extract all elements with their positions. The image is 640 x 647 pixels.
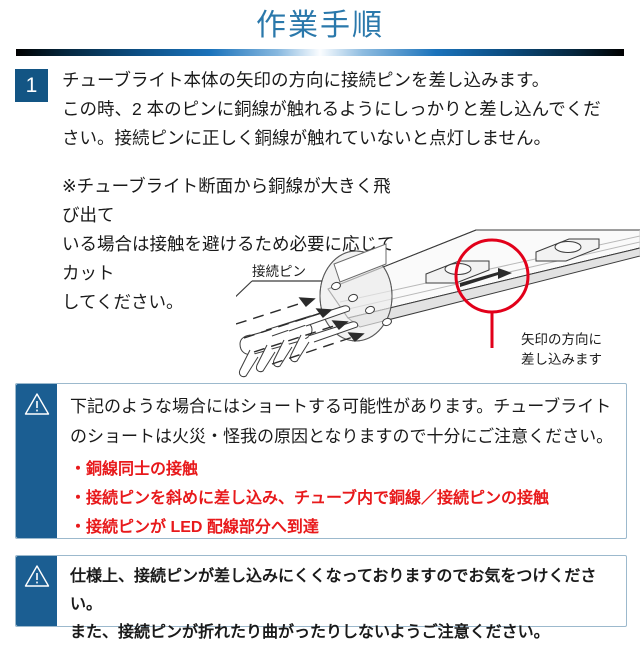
warning-line: 仕様上、接続ピンが差し込みにくくなっておりますのでお気をつけください。	[70, 568, 597, 613]
list-item: ・接続ピンを斜めに差し込み、チューブ内で銅線／接続ピンの接触	[70, 490, 550, 507]
arrow-direction-label: 矢印の方向に 差し込みます	[521, 330, 602, 370]
note-line: いる場合は接触を避けるため必要に応じてカット	[62, 234, 395, 283]
specification-warning-content: 仕様上、接続ピンが差し込みにくくなっておりますのでお気をつけください。 また、接…	[57, 556, 626, 641]
warning-triangle-icon	[24, 564, 50, 588]
short-circuit-cause-list: ・銅線同士の接触 ・接続ピンを斜めに差し込み、チューブ内で銅線／接続ピンの接触 …	[70, 455, 620, 542]
warning-line: 下記のような場合にはショートする可能性があります。チューブライト	[70, 397, 612, 416]
pin-label: 接続ピン	[252, 264, 306, 279]
arrow-direction-label-line: 差し込みます	[521, 352, 602, 367]
led-module-blocks	[425, 238, 600, 284]
short-circuit-warning-content: 下記のような場合にはショートする可能性があります。チューブライト のショートは火…	[57, 384, 626, 538]
step-line: この時、2 本のピンに銅線が触れるようにしっかりと差し込んでくだ	[62, 99, 601, 119]
short-circuit-warning-box: 下記のような場合にはショートする可能性があります。チューブライト のショートは火…	[15, 383, 627, 539]
warning-triangle-icon	[24, 392, 50, 416]
note-line: ※チューブライト断面から銅線が大きく飛び出て	[62, 176, 391, 225]
list-item: ・銅線同士の接触	[70, 461, 199, 478]
arrow-direction-label-line: 矢印の方向に	[521, 332, 602, 347]
connection-pin-part	[239, 305, 359, 378]
title-divider-rule	[16, 49, 624, 56]
warning-icon-bar	[16, 384, 57, 538]
step-line: チューブライト本体の矢印の方向に接続ピンを差し込みます。	[62, 70, 550, 90]
step-line: さい。接続ピンに正しく銅線が触れていないと点灯しません。	[62, 128, 551, 148]
specification-warning-box: 仕様上、接続ピンが差し込みにくくなっておりますのでお気をつけください。 また、接…	[15, 555, 627, 641]
page-title: 作業手順	[256, 9, 384, 42]
warning-icon-bar	[16, 556, 57, 626]
tube-end-cross-section	[319, 243, 393, 342]
warning-line: また、接続ピンが折れたり曲がったりしないようご注意ください。	[70, 624, 550, 641]
list-item: ・接続ピンが LED 配線部分へ到達	[70, 519, 319, 536]
warning-line: のショートは火災・怪我の原因となりますので十分にご注意ください。	[70, 427, 614, 446]
printed-direction-arrow-icon	[460, 268, 512, 287]
step-number-badge: 1	[15, 69, 48, 102]
tube-light-assembly-illustration	[236, 226, 640, 378]
pin-label-leader	[236, 280, 322, 298]
note-line: してください。	[62, 292, 184, 312]
step-description: チューブライト本体の矢印の方向に接続ピンを差し込みます。 この時、2 本のピンに…	[62, 66, 630, 153]
step-note: ※チューブライト断面から銅線が大きく飛び出て いる場合は接触を避けるため必要に応…	[62, 172, 402, 317]
insertion-direction-arrows	[236, 297, 365, 365]
